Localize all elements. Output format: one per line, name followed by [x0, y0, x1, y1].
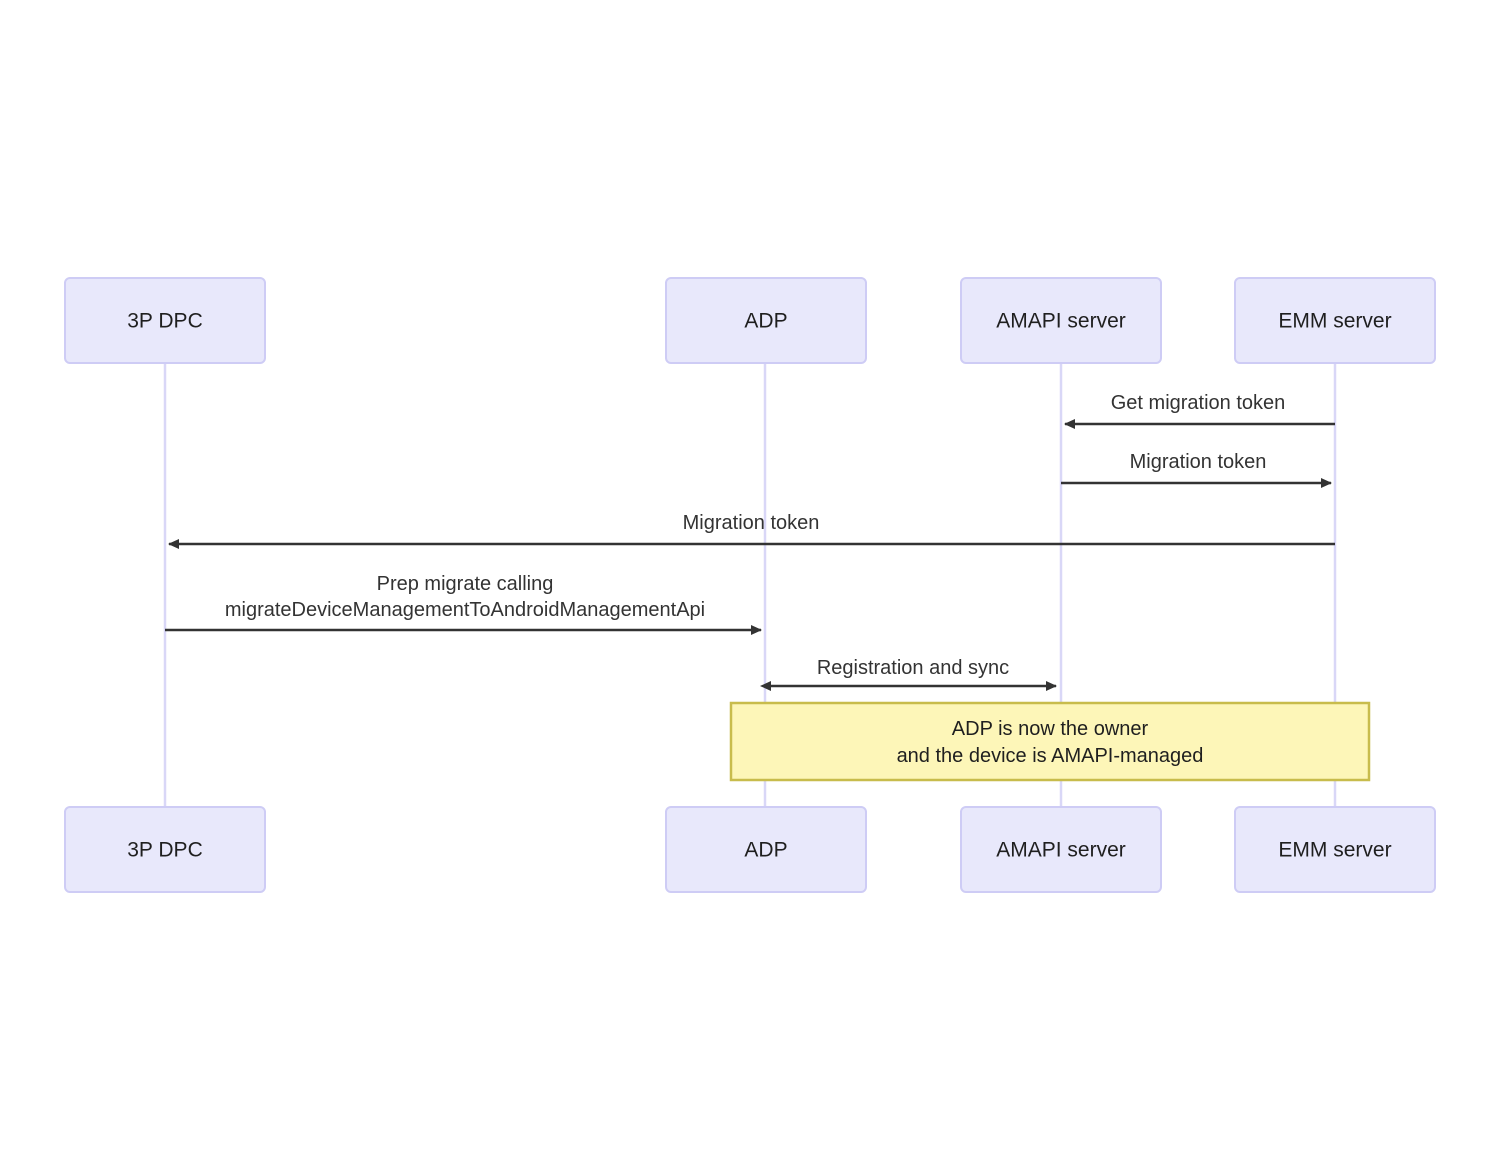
message-migration-token-emm-to-dpc-label: Migration token	[683, 512, 820, 534]
message-registration-and-sync[interactable]: Registration and sync	[760, 657, 1057, 691]
message-get-migration-token[interactable]: Get migration token	[1064, 392, 1335, 429]
message-prep-migrate[interactable]: Prep migrate calling migrateDeviceManage…	[165, 573, 762, 635]
actor-top-emm-server[interactable]: EMM server	[1234, 277, 1436, 364]
actor-bottom-emm-server[interactable]: EMM server	[1234, 806, 1436, 893]
actor-bottom-emm-server-box[interactable]	[1234, 806, 1436, 893]
actor-header-row: 3P DPC ADP AMAPI server EMM server	[64, 277, 1436, 364]
actor-footer-row: 3P DPC ADP AMAPI server EMM server	[64, 806, 1436, 893]
actor-bottom-3p-dpc-label: 3P DPC	[127, 839, 202, 862]
note-adp-owner-line1: ADP is now the owner	[952, 718, 1149, 740]
actor-top-amapi-server[interactable]: AMAPI server	[960, 277, 1162, 364]
actor-top-adp-box[interactable]	[665, 277, 867, 364]
actor-top-3p-dpc[interactable]: 3P DPC	[64, 277, 266, 364]
message-prep-migrate-label-line1: Prep migrate calling	[377, 573, 554, 595]
message-migration-token-amapi-to-emm[interactable]: Migration token	[1061, 451, 1332, 488]
actor-bottom-adp[interactable]: ADP	[665, 806, 867, 893]
note-adp-owner[interactable]: ADP is now the owner and the device is A…	[729, 701, 1371, 782]
actor-top-amapi-server-label: AMAPI server	[996, 310, 1126, 333]
actor-bottom-3p-dpc-box[interactable]	[64, 806, 266, 893]
actor-bottom-amapi-server-label: AMAPI server	[996, 839, 1126, 862]
actor-top-emm-server-box[interactable]	[1234, 277, 1436, 364]
note-adp-owner-box[interactable]	[729, 701, 1371, 782]
note-adp-owner-line2: and the device is AMAPI-managed	[897, 745, 1204, 767]
actor-bottom-3p-dpc[interactable]: 3P DPC	[64, 806, 266, 893]
actor-top-adp-label: ADP	[744, 310, 787, 333]
actor-top-3p-dpc-box[interactable]	[64, 277, 266, 364]
message-registration-and-sync-label: Registration and sync	[817, 657, 1009, 679]
message-migration-token-amapi-to-emm-label: Migration token	[1130, 451, 1267, 473]
actor-top-adp[interactable]: ADP	[665, 277, 867, 364]
message-prep-migrate-label-line2: migrateDeviceManagementToAndroidManageme…	[225, 599, 705, 621]
actor-bottom-adp-box[interactable]	[665, 806, 867, 893]
actor-top-emm-server-label: EMM server	[1278, 310, 1391, 333]
actor-bottom-amapi-server[interactable]: AMAPI server	[960, 806, 1162, 893]
actor-top-3p-dpc-label: 3P DPC	[127, 310, 202, 333]
message-migration-token-emm-to-dpc[interactable]: Migration token	[168, 512, 1335, 549]
actor-top-amapi-server-box[interactable]	[960, 277, 1162, 364]
message-get-migration-token-label: Get migration token	[1111, 392, 1286, 414]
actor-bottom-emm-server-label: EMM server	[1278, 839, 1391, 862]
actor-bottom-amapi-server-box[interactable]	[960, 806, 1162, 893]
actor-bottom-adp-label: ADP	[744, 839, 787, 862]
